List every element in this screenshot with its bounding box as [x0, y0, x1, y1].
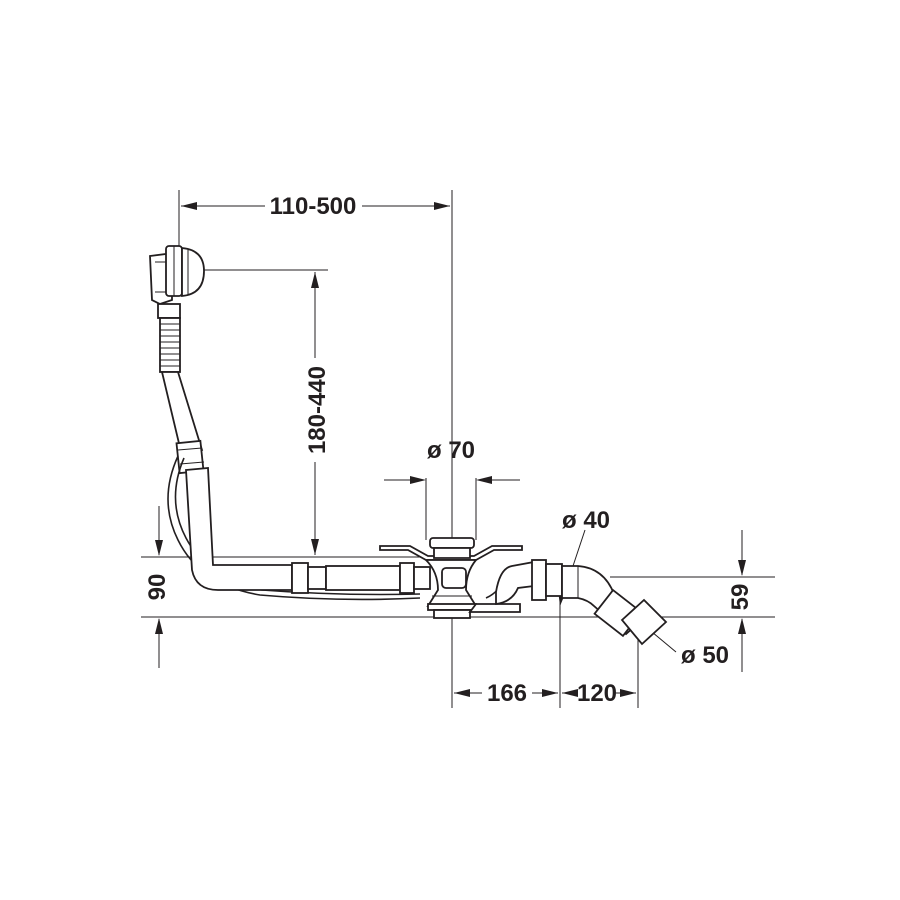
label-height-right: 59: [727, 584, 754, 611]
outlet-assembly: [495, 559, 668, 646]
label-top-width: 110-500: [270, 193, 357, 220]
drain-body: [379, 537, 523, 619]
overflow-pipe: [185, 467, 431, 594]
flexible-hose: [157, 303, 205, 475]
label-offset-drain: 166: [487, 680, 527, 707]
label-outlet-diameter: ø 50: [681, 642, 729, 669]
label-vertical-height: 180-440: [304, 366, 331, 454]
label-offset-outlet: 120: [577, 680, 617, 707]
dimension-labels: 110-500 180-440 ø 70 ø 40 ø 50 90 59 166…: [144, 193, 754, 707]
overflow-head: [149, 245, 205, 305]
label-drain-diameter: ø 70: [427, 437, 475, 464]
label-height-left: 90: [144, 574, 171, 601]
label-pipe-diameter: ø 40: [562, 507, 610, 534]
